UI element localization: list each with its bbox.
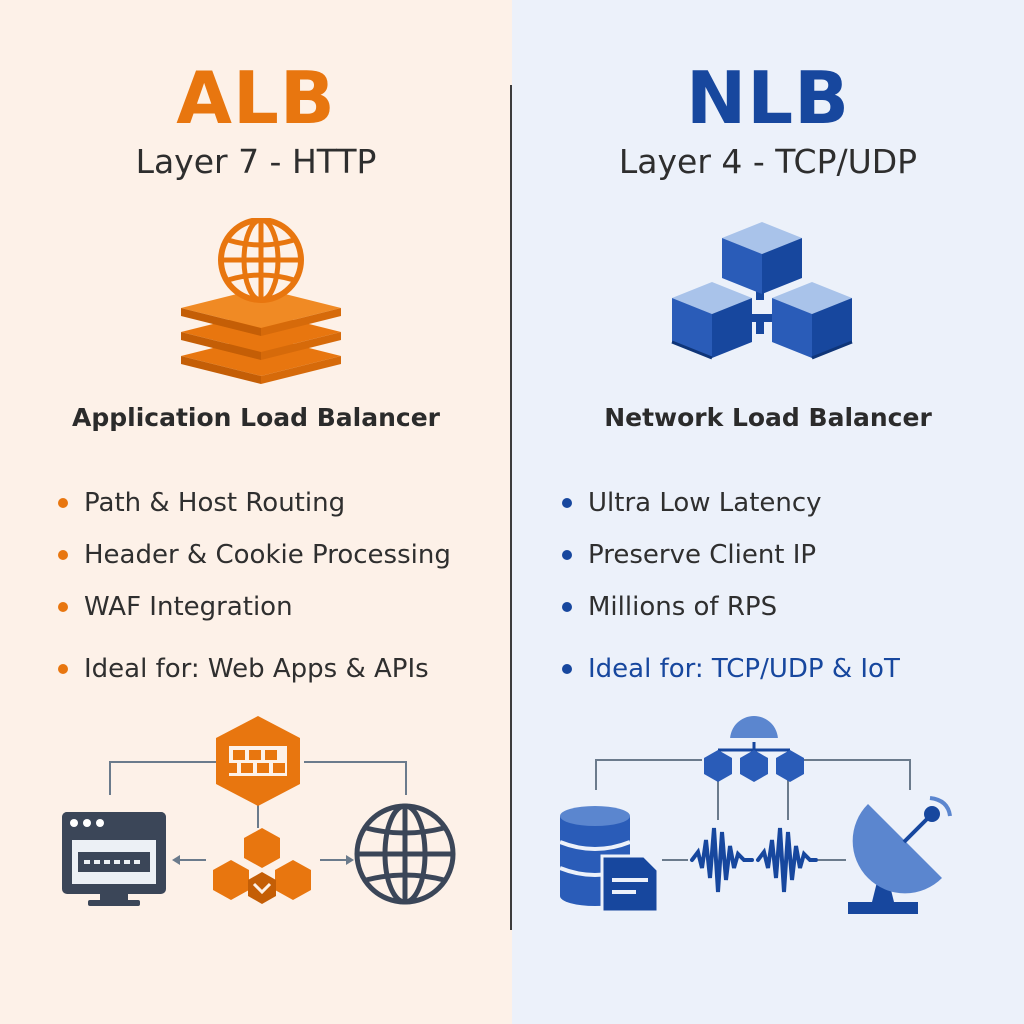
list-item: Preserve Client IP xyxy=(562,535,900,587)
alb-title: ALB xyxy=(176,56,336,140)
globe-stack-icon xyxy=(181,218,341,384)
nlb-panel: NLB Layer 4 - TCP/UDP Network Load Balan… xyxy=(512,0,1024,1024)
feature-text: Millions of RPS xyxy=(588,592,778,622)
list-item: Ultra Low Latency xyxy=(562,483,900,535)
waveform-icon xyxy=(690,827,818,893)
alb-name: Application Load Balancer xyxy=(71,403,440,432)
feature-text: Ideal for: Web Apps & APIs xyxy=(84,654,429,684)
bullet-icon xyxy=(58,550,68,560)
bullet-icon xyxy=(58,664,68,674)
bullet-icon xyxy=(562,498,572,508)
alb-panel: ALB Layer 7 - HTTP Application Load Bala… xyxy=(0,0,512,1024)
panel-divider xyxy=(510,85,512,930)
alb-feature-list: Path & Host Routing Header & Cookie Proc… xyxy=(58,483,451,701)
nlb-feature-list: Ultra Low Latency Preserve Client IP Mil… xyxy=(562,483,900,701)
bullet-icon xyxy=(562,550,572,560)
nlb-flow-diagram xyxy=(559,716,952,914)
alb-layer: Layer 7 - HTTP xyxy=(135,142,377,181)
bullet-icon xyxy=(562,664,572,674)
feature-text: Header & Cookie Processing xyxy=(84,540,451,570)
firewall-icon xyxy=(216,716,300,806)
document-icon xyxy=(600,854,660,914)
feature-text: WAF Integration xyxy=(84,592,293,622)
globe-icon xyxy=(354,803,456,905)
list-item: Header & Cookie Processing xyxy=(58,535,451,587)
bullet-icon xyxy=(58,602,68,612)
list-item: Ideal for: TCP/UDP & IoT xyxy=(562,649,900,701)
list-item: Millions of RPS xyxy=(562,587,900,639)
hexagon-chain-icon xyxy=(704,716,804,782)
nlb-name: Network Load Balancer xyxy=(604,403,932,432)
server-window-icon xyxy=(62,812,166,906)
feature-text: Path & Host Routing xyxy=(84,488,346,518)
hexagon-cluster-icon xyxy=(213,828,311,904)
network-cubes-icon xyxy=(671,222,853,360)
list-item: Path & Host Routing xyxy=(58,483,451,535)
nlb-layer: Layer 4 - TCP/UDP xyxy=(618,142,918,181)
list-item: WAF Integration xyxy=(58,587,451,639)
nlb-title: NLB xyxy=(685,56,850,140)
bullet-icon xyxy=(562,602,572,612)
bullet-icon xyxy=(58,498,68,508)
feature-text: Ideal for: TCP/UDP & IoT xyxy=(588,654,900,684)
alb-flow-diagram xyxy=(62,716,456,906)
satellite-dish-icon xyxy=(848,796,952,914)
list-item: Ideal for: Web Apps & APIs xyxy=(58,649,451,701)
feature-text: Ultra Low Latency xyxy=(588,488,822,518)
feature-text: Preserve Client IP xyxy=(588,540,817,570)
